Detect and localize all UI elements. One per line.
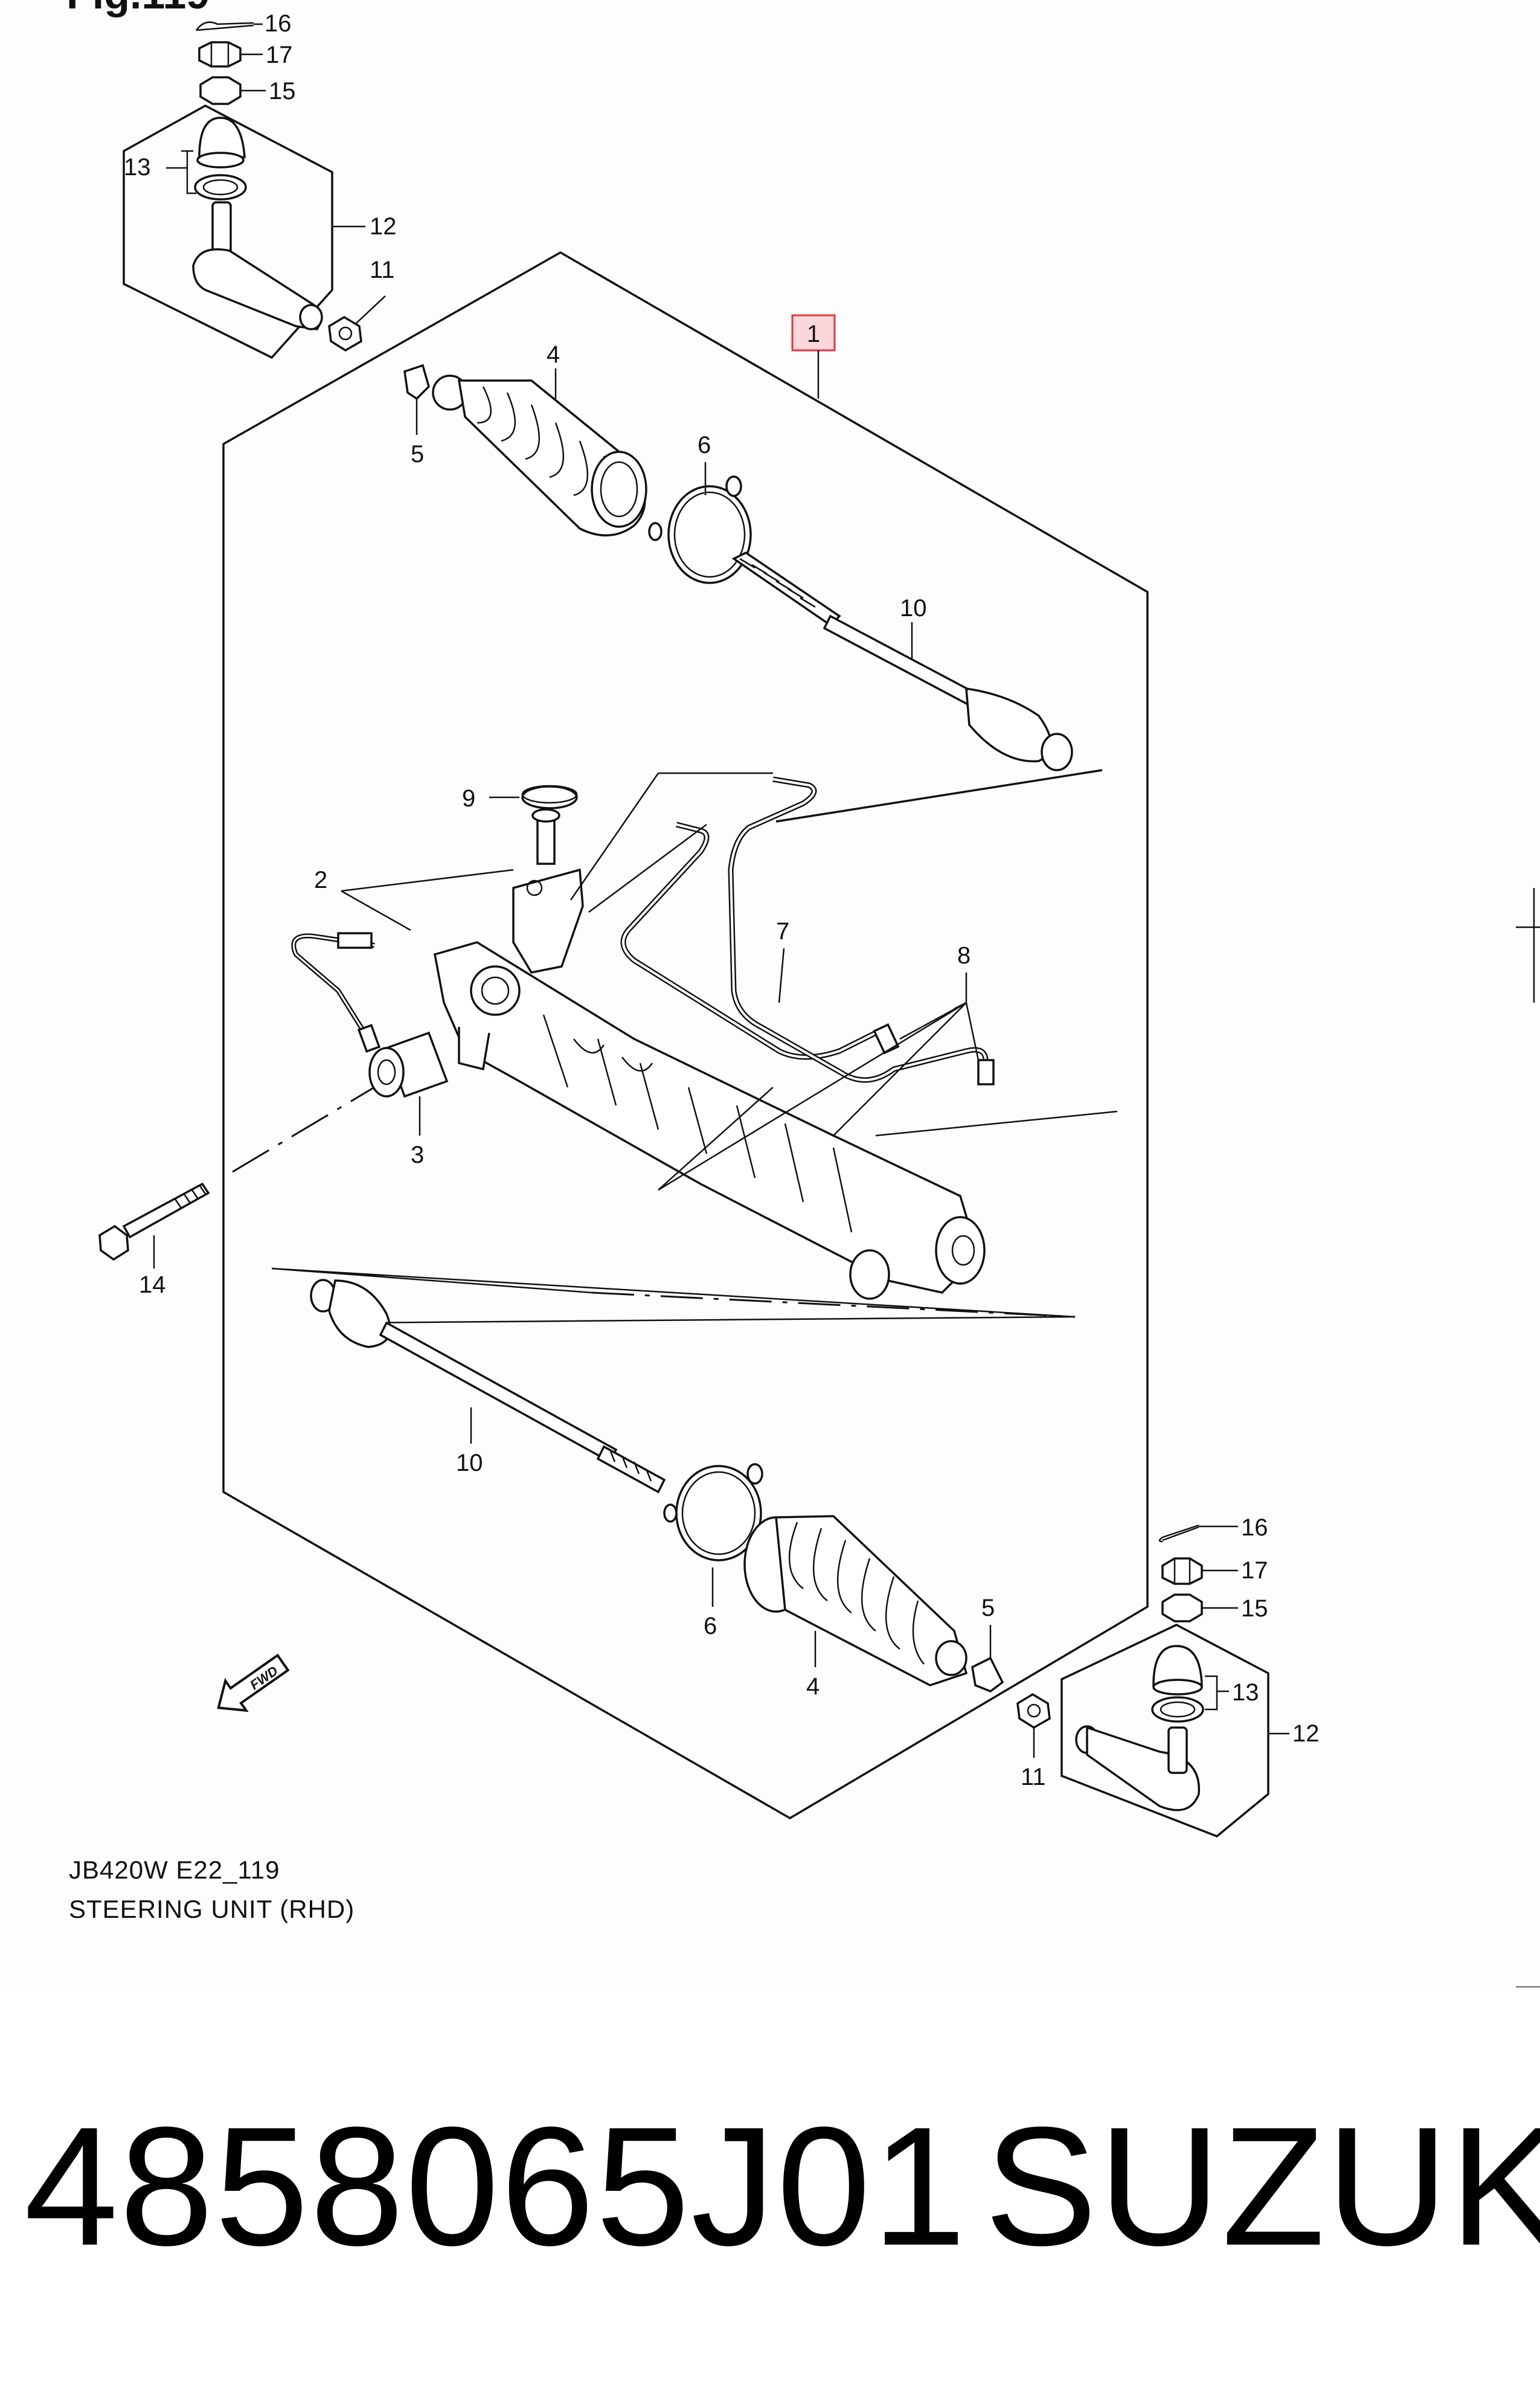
callout-12-lower: 12 xyxy=(1292,1720,1320,1747)
inner-tie-rod-upper xyxy=(731,551,1073,771)
exploded-parts-diagram: Fig.119 1 16 17 15 13 12 xyxy=(66,0,1540,1987)
callout-10-lower: 10 xyxy=(456,1450,483,1476)
inner-tie-rod-lower xyxy=(310,1279,666,1494)
callout-9: 9 xyxy=(462,785,475,812)
dust-boot-upper xyxy=(194,117,247,201)
bush-3 xyxy=(368,1031,449,1098)
pipe-2 xyxy=(291,932,381,1053)
hex-nut-upper xyxy=(199,76,242,105)
callout-11-lower: 11 xyxy=(1021,1764,1046,1790)
fwd-arrow-icon: FWD xyxy=(217,1653,290,1712)
callout-16-lower: 16 xyxy=(1241,1514,1268,1541)
hex-nut-lower xyxy=(1161,1593,1203,1622)
cotter-pin-upper xyxy=(196,21,254,31)
callout-11-upper: 11 xyxy=(370,257,395,283)
assembly-frame xyxy=(222,251,1149,1820)
rack-boot-lower xyxy=(743,1515,968,1686)
callout-8: 8 xyxy=(957,942,971,969)
cotter-pin-lower xyxy=(1158,1524,1199,1543)
part-number: 4858065J01 xyxy=(24,2092,967,2281)
mounting-bolt-14 xyxy=(98,1182,210,1261)
tie-rod-end-frame-upper xyxy=(123,104,333,359)
callout-17-lower: 17 xyxy=(1241,1557,1268,1584)
callout-13-upper: 13 xyxy=(124,154,151,181)
callout-2: 2 xyxy=(314,867,327,893)
callout-4-lower: 4 xyxy=(806,1673,820,1700)
callout-1: 1 xyxy=(807,321,820,347)
steering-gear-housing xyxy=(433,808,986,1300)
lock-nut-lower xyxy=(1016,1693,1051,1729)
callout-14: 14 xyxy=(139,1272,166,1298)
callout-7: 7 xyxy=(776,918,789,945)
callout-12-upper: 12 xyxy=(370,213,397,240)
callout-6-upper: 6 xyxy=(698,432,711,458)
castle-nut-lower xyxy=(1161,1557,1203,1585)
callout-15-lower: 15 xyxy=(1241,1595,1268,1622)
tie-rod-end-frame-lower xyxy=(1060,1624,1269,1838)
reference-line-upper-rod xyxy=(775,769,1103,823)
brand-name: SUZUKI xyxy=(984,2092,1540,2281)
figure-code: JB420W E22_119 xyxy=(69,1856,280,1884)
castle-nut-upper xyxy=(198,41,242,68)
centerline-bush xyxy=(232,1086,375,1173)
pinion-seal-9 xyxy=(521,785,578,809)
diagram-panel: Fig.119 1 16 17 15 13 12 xyxy=(66,0,1540,1987)
boot-band-lower xyxy=(663,1463,763,1561)
clamp-5-upper xyxy=(403,364,430,400)
callout-16-upper: 16 xyxy=(265,10,292,37)
dust-boot-lower xyxy=(1151,1645,1204,1723)
lock-nut-upper xyxy=(328,315,362,352)
assembly-callout-box[interactable] xyxy=(791,314,836,352)
figure-header-fragment: Fig.119 xyxy=(66,0,210,18)
rack-boot-upper xyxy=(432,375,647,537)
figure-title: STEERING UNIT (RHD) xyxy=(69,1895,355,1923)
callout-17-upper: 17 xyxy=(266,42,293,68)
tie-rod-end-upper xyxy=(192,201,323,330)
callout-10-upper: 10 xyxy=(900,595,927,622)
boot-band-upper xyxy=(648,475,752,584)
fitting-8 xyxy=(873,1023,995,1085)
callout-13-lower: 13 xyxy=(1232,1679,1259,1706)
clamp-5-lower xyxy=(971,1656,1004,1693)
callout-3: 3 xyxy=(411,1142,424,1168)
callout-5-lower: 5 xyxy=(981,1595,995,1621)
callout-5-upper: 5 xyxy=(411,441,424,468)
callout-6-lower: 6 xyxy=(704,1613,717,1639)
tie-rod-end-lower xyxy=(1075,1725,1201,1812)
callout-15-upper: 15 xyxy=(269,78,296,104)
callout-4-upper: 4 xyxy=(547,341,560,368)
pipe-7 xyxy=(620,776,989,1083)
